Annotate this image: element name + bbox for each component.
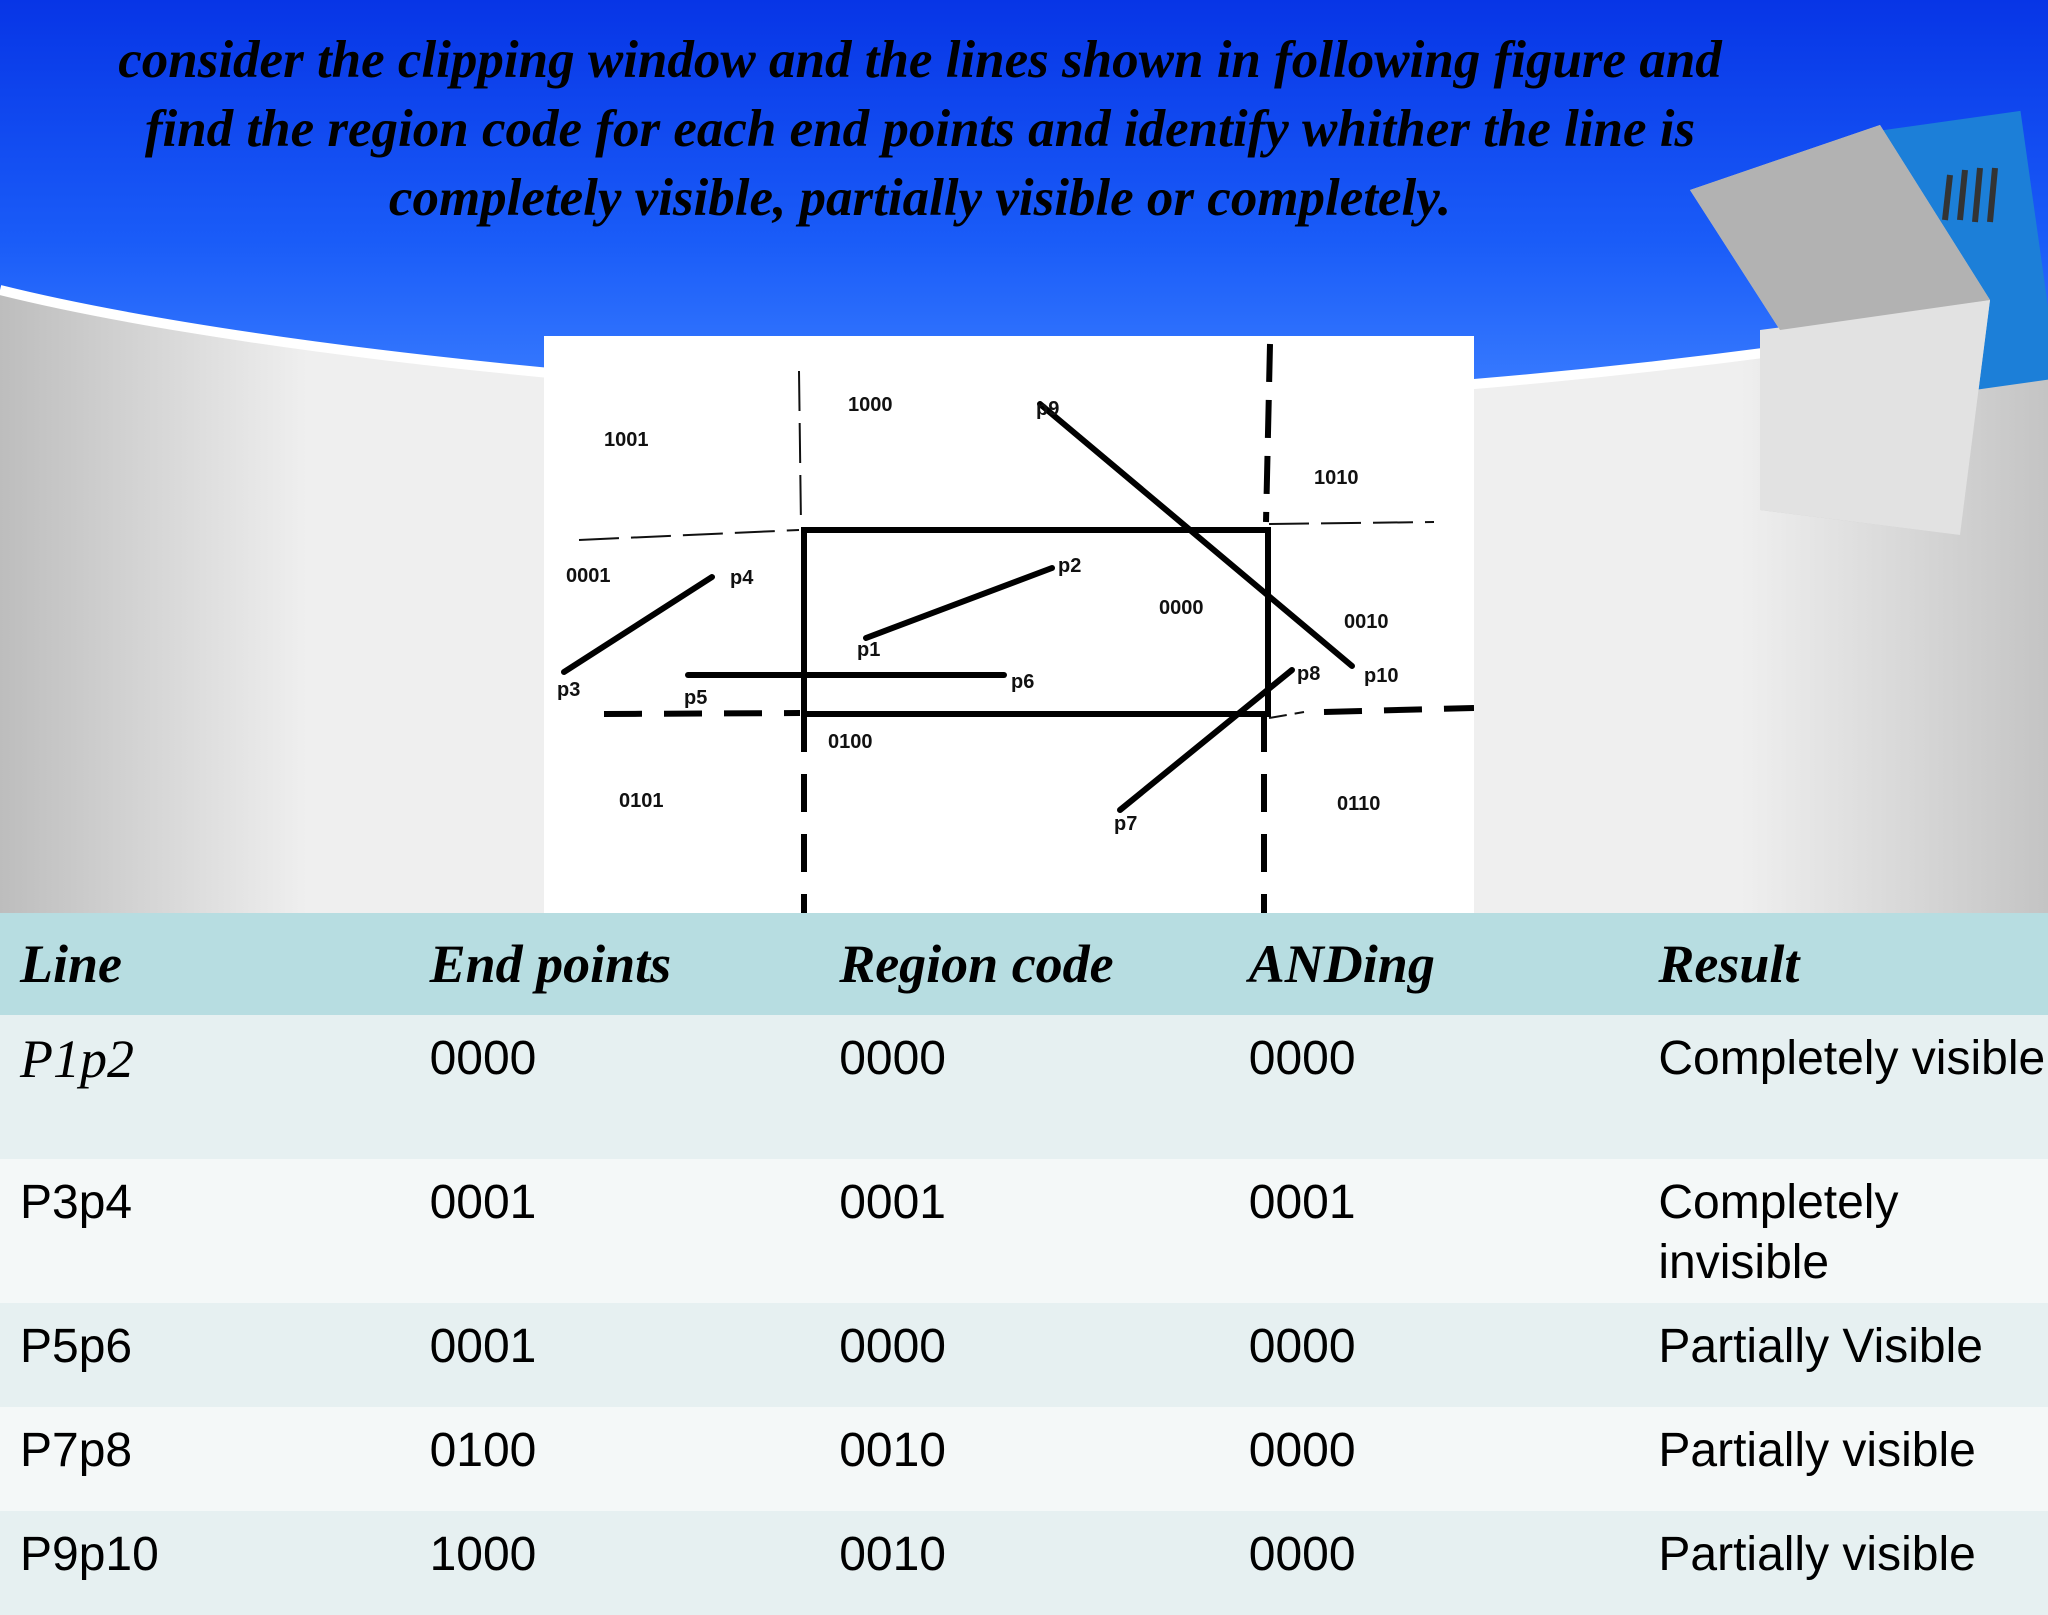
region-code: 1001 [604,429,649,451]
title-line-1: consider the clipping window and the lin… [118,31,1722,89]
cell-anding: 0000 [1228,1511,1639,1615]
point-labels: p1 p2 p3 p4 p5 p6 p7 p8 p9 p10 [557,398,1398,835]
point-label: p8 [1297,663,1320,685]
dashed-extensions [603,343,1474,913]
cell-region-code: 0000 [819,1015,1229,1159]
line-segments [561,401,1355,813]
table-row: P3p4 0001 0001 0001 Completely invisible [0,1159,2048,1303]
cell-region-code: 0000 [819,1303,1229,1407]
header-result: Result [1638,913,2048,1015]
cell-anding: 0000 [1228,1015,1639,1159]
cell-anding: 0001 [1228,1159,1639,1303]
cell-result: Completely invisible [1638,1159,2048,1303]
title-line-2: find the region code for each end points… [144,100,1696,158]
notebook-icon [1690,110,2048,535]
cell-region-code: 0010 [819,1511,1229,1615]
cell-result: Partially visible [1638,1407,2048,1511]
line-p7p8 [1117,667,1295,813]
boundary-extensions [578,370,1435,719]
point-label: p7 [1114,813,1137,835]
header-anding: ANDing [1228,913,1639,1015]
region-code-table: Line End points Region code ANDing Resul… [0,913,2048,1615]
table-header-row: Line End points Region code ANDing Resul… [0,913,2048,1015]
cell-line: P3p4 [0,1159,410,1303]
region-code: 1000 [848,394,893,416]
cell-end-points: 0001 [409,1303,820,1407]
cell-end-points: 0000 [409,1015,820,1159]
region-code: 1010 [1314,467,1359,489]
line-p3p4 [561,574,715,675]
table-row: P9p10 1000 0010 0000 Partially visible [0,1511,2048,1615]
cell-result: Partially Visible [1638,1303,2048,1407]
header-region-code: Region code [819,913,1229,1015]
line-p9p10 [1037,401,1355,669]
header-end-points: End points [409,913,820,1015]
cell-line: P9p10 [0,1511,410,1615]
point-label: p10 [1364,665,1398,687]
region-code: 0110 [1337,793,1380,815]
region-code: 0100 [828,731,873,753]
cell-end-points: 0001 [409,1159,820,1303]
cell-line: P1p2 [0,1015,410,1159]
clipping-window [801,527,1271,717]
header-line: Line [0,913,410,1015]
point-label: p4 [730,567,754,589]
point-label: p9 [1036,398,1059,420]
cell-line: P5p6 [0,1303,410,1407]
line-p1p2 [863,565,1055,641]
table-row: P7p8 0100 0010 0000 Partially visible [0,1407,2048,1511]
cell-anding: 0000 [1228,1407,1639,1511]
point-label: p3 [557,679,580,701]
region-code: 0001 [566,565,611,587]
region-code: 0010 [1344,611,1389,633]
title-line-3: completely visible, partially visible or… [388,169,1452,227]
cell-result: Completely visible [1638,1015,2048,1159]
cell-result: Partially visible [1638,1511,2048,1615]
cell-line: P7p8 [0,1407,410,1511]
cell-end-points: 1000 [409,1511,820,1615]
point-label: p5 [684,687,707,709]
region-code-labels: 1001 1000 1010 0001 0000 0010 0101 0100 … [566,394,1389,815]
cell-region-code: 0001 [819,1159,1229,1303]
table-row: P5p6 0001 0000 0000 Partially Visible [0,1303,2048,1407]
slide-title: consider the clipping window and the lin… [30,26,1810,233]
cell-end-points: 0100 [409,1407,820,1511]
cell-anding: 0000 [1228,1303,1639,1407]
figure-background [544,336,1474,913]
clipping-figure: 1001 1000 1010 0001 0000 0010 0101 0100 … [544,336,1474,913]
region-code: 0101 [619,790,664,812]
point-label: p6 [1011,671,1034,693]
region-code: 0000 [1159,597,1204,619]
point-label: p1 [857,639,880,661]
table-row: P1p2 0000 0000 0000 Completely visible [0,1015,2048,1159]
cell-region-code: 0010 [819,1407,1229,1511]
point-label: p2 [1058,555,1081,577]
